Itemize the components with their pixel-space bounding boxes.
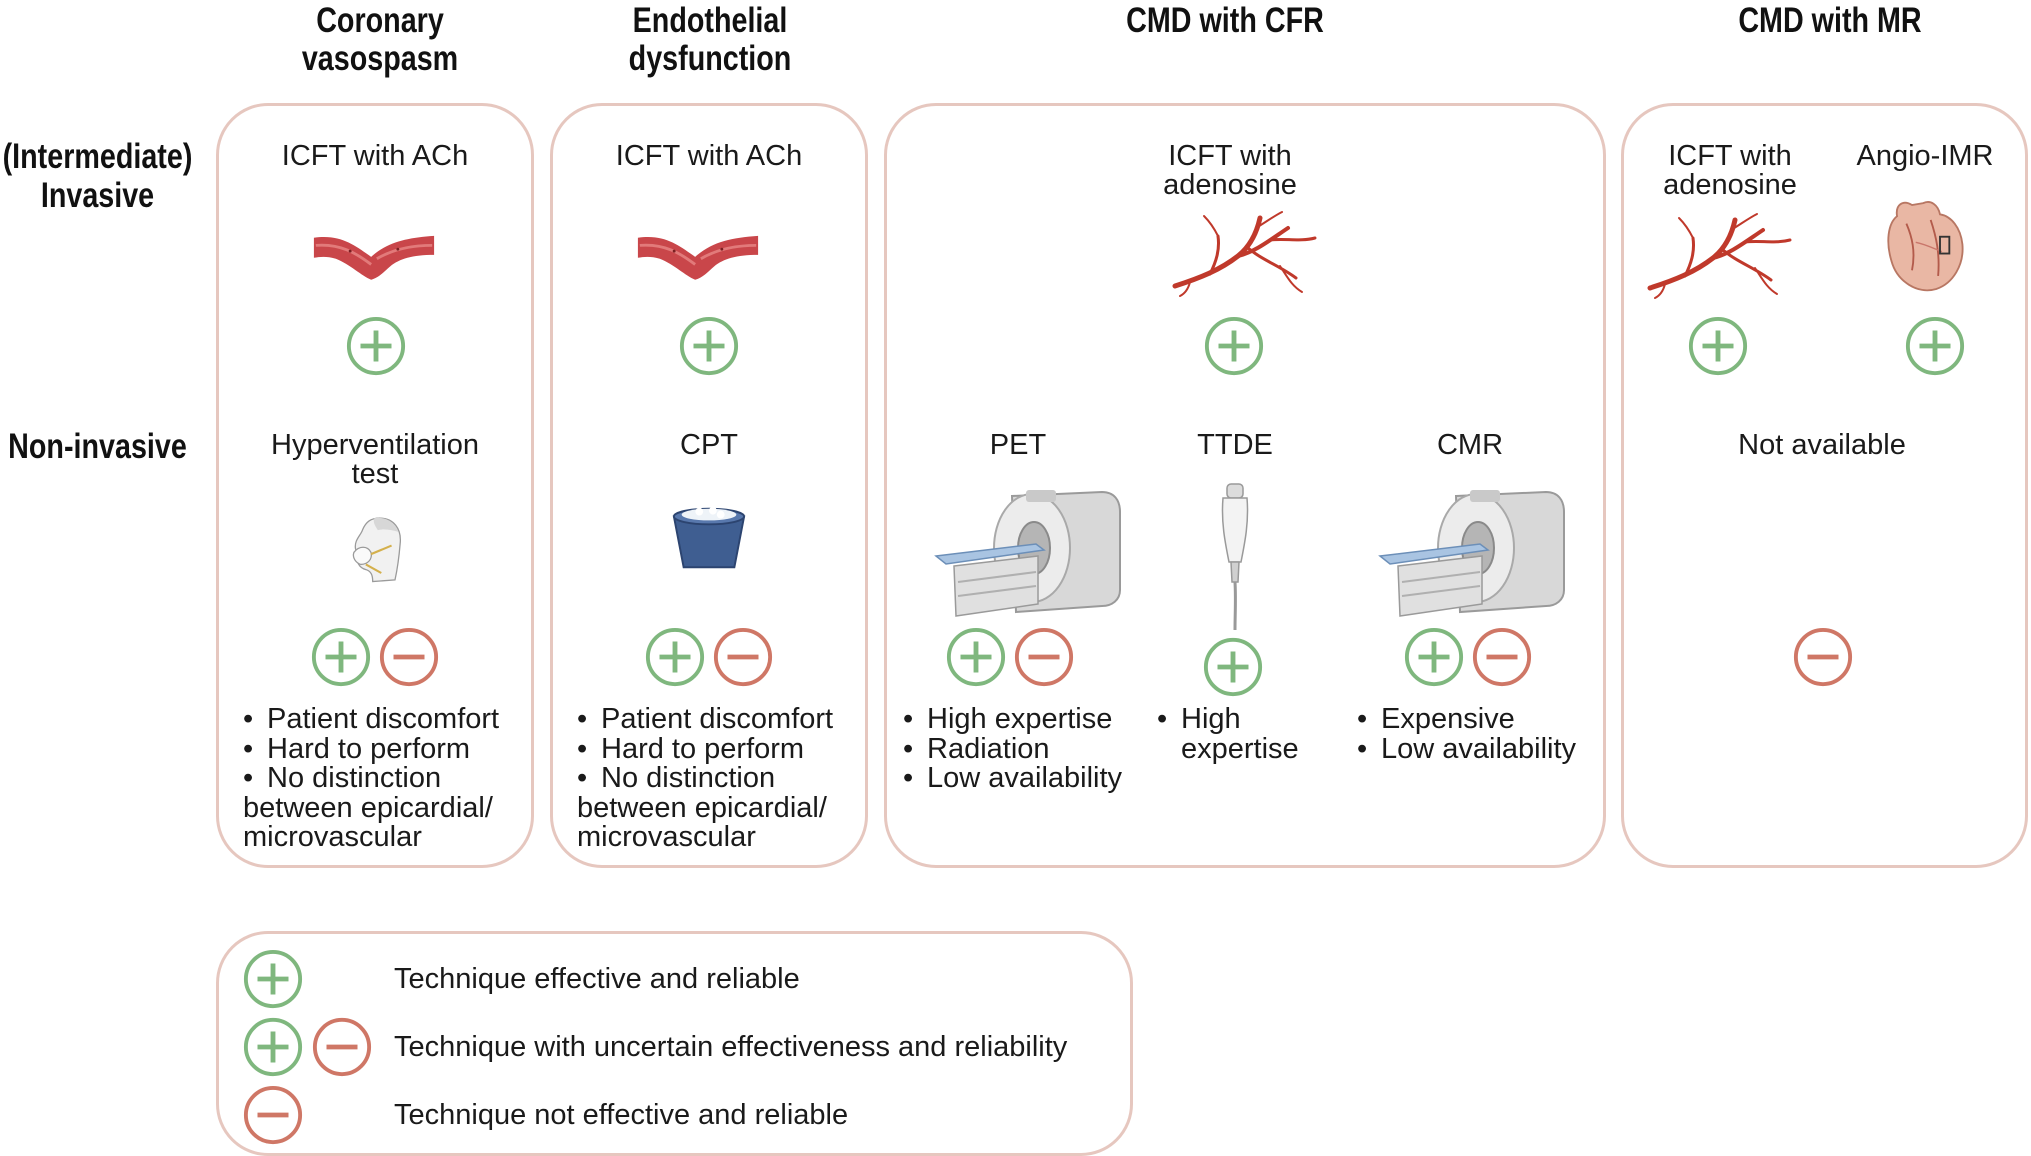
microvessel-icon bbox=[1645, 210, 1795, 300]
column-header-line: vasospasm bbox=[301, 39, 459, 78]
invasive-test-label: ICFT with adenosine bbox=[1080, 142, 1380, 200]
noninvasive-test-line: Hyperventilation bbox=[271, 429, 479, 461]
limitations-list: Patient discomfort Hard to perform No di… bbox=[577, 704, 867, 853]
list-item-line: High bbox=[1181, 703, 1241, 735]
mask-face-icon bbox=[347, 512, 407, 586]
plus-circle-icon bbox=[345, 315, 407, 377]
invasive-test-line: ICFT with bbox=[1668, 140, 1792, 172]
row-header-invasive: (Intermediate) Invasive bbox=[1, 137, 194, 215]
legend-uncertain-label: Technique with uncertain effectiveness a… bbox=[394, 1031, 1068, 1063]
plus-circle-icon bbox=[945, 626, 1007, 688]
minus-circle-icon bbox=[1013, 626, 1075, 688]
heart-icon bbox=[1884, 195, 1968, 299]
plus-circle-icon bbox=[1203, 315, 1265, 377]
list-item: Radiation bbox=[903, 734, 1153, 765]
list-item: Hard to perform bbox=[243, 734, 533, 765]
list-item-continuation: microvascular bbox=[243, 821, 422, 853]
not-available-label: Not available bbox=[1738, 429, 1906, 461]
minus-circle-icon bbox=[1792, 626, 1854, 688]
list-item: Patient discomfort bbox=[243, 704, 533, 735]
list-item: Low availability bbox=[903, 763, 1153, 794]
list-item: Expensive bbox=[1357, 704, 1597, 735]
row-header-line: (Intermediate) bbox=[2, 137, 193, 176]
list-item-continuation: microvascular bbox=[577, 821, 756, 853]
invasive-test-line: ICFT with bbox=[1168, 140, 1292, 172]
invasive-test-label-angio-imr: Angio-IMR bbox=[1856, 140, 1994, 172]
invasive-test-label: ICFT with ACh bbox=[615, 140, 803, 172]
list-item: No distinction bbox=[243, 763, 533, 794]
column-header-line: Endothelial bbox=[632, 1, 788, 40]
invasive-test-line: adenosine bbox=[1163, 169, 1297, 201]
artery-icon bbox=[312, 222, 436, 284]
list-item: Patient discomfort bbox=[577, 704, 867, 735]
column-header-cmd-mr: CMD with MR bbox=[1738, 1, 1922, 40]
artery-icon bbox=[636, 222, 760, 284]
list-item: High expertise bbox=[1157, 703, 1317, 765]
noninvasive-test-label: CPT bbox=[680, 429, 738, 461]
list-item-continuation: between epicardial/ bbox=[243, 791, 493, 824]
list-item-line: expertise bbox=[1181, 732, 1299, 765]
list-item: High expertise bbox=[903, 704, 1153, 735]
cmr-limitations-list: Expensive Low availability bbox=[1357, 704, 1597, 765]
invasive-test-line: adenosine bbox=[1663, 169, 1797, 201]
noninvasive-test-label: Hyperventilation test bbox=[230, 431, 520, 489]
legend-not-effective-label: Technique not effective and reliable bbox=[394, 1099, 849, 1131]
noninvasive-test-label-pet: PET bbox=[989, 429, 1047, 461]
ultrasound-probe-icon bbox=[1215, 482, 1255, 632]
noninvasive-test-label-ttde: TTDE bbox=[1197, 429, 1273, 461]
list-item: Hard to perform bbox=[577, 734, 867, 765]
plus-circle-icon bbox=[1687, 315, 1749, 377]
minus-circle-icon bbox=[1471, 626, 1533, 688]
column-header-cmd-cfr: CMD with CFR bbox=[1126, 1, 1324, 40]
minus-circle-icon bbox=[242, 1084, 304, 1146]
list-item: No distinction bbox=[577, 763, 867, 794]
column-header-line: dysfunction bbox=[628, 39, 792, 78]
invasive-test-label: ICFT with ACh bbox=[281, 140, 469, 172]
minus-circle-icon bbox=[712, 626, 774, 688]
legend-effective-label: Technique effective and reliable bbox=[394, 963, 800, 995]
column-header-coronary-vasospasm: Coronary vasospasm bbox=[286, 2, 475, 78]
column-header-line: Coronary bbox=[316, 1, 444, 40]
plus-circle-icon bbox=[1904, 315, 1966, 377]
invasive-test-label: ICFT with adenosine bbox=[1640, 142, 1820, 200]
plus-circle-icon bbox=[644, 626, 706, 688]
plus-circle-icon bbox=[242, 948, 304, 1010]
noninvasive-test-line: test bbox=[351, 458, 399, 490]
ttde-limitations-list: High expertise bbox=[1157, 703, 1317, 765]
plus-circle-icon bbox=[1403, 626, 1465, 688]
column-header-endothelial-dysfunction: Endothelial dysfunction bbox=[616, 2, 805, 78]
plus-circle-icon bbox=[242, 1016, 304, 1078]
scanner-icon bbox=[932, 486, 1122, 626]
list-item-continuation: between epicardial/ bbox=[577, 791, 827, 824]
minus-circle-icon bbox=[311, 1016, 373, 1078]
minus-circle-icon bbox=[378, 626, 440, 688]
list-item: Low availability bbox=[1357, 734, 1597, 765]
row-header-line: Invasive bbox=[40, 176, 155, 215]
scanner-icon bbox=[1376, 486, 1566, 626]
plus-circle-icon bbox=[310, 626, 372, 688]
plus-circle-icon bbox=[678, 315, 740, 377]
ice-bucket-icon bbox=[670, 502, 748, 572]
limitations-list: Patient discomfort Hard to perform No di… bbox=[243, 704, 533, 853]
row-header-noninvasive: Non-invasive bbox=[8, 427, 187, 466]
noninvasive-test-label-cmr: CMR bbox=[1436, 429, 1504, 461]
microvessel-icon bbox=[1170, 208, 1320, 298]
pet-limitations-list: High expertise Radiation Low availabilit… bbox=[903, 704, 1153, 794]
plus-circle-icon bbox=[1202, 636, 1264, 698]
